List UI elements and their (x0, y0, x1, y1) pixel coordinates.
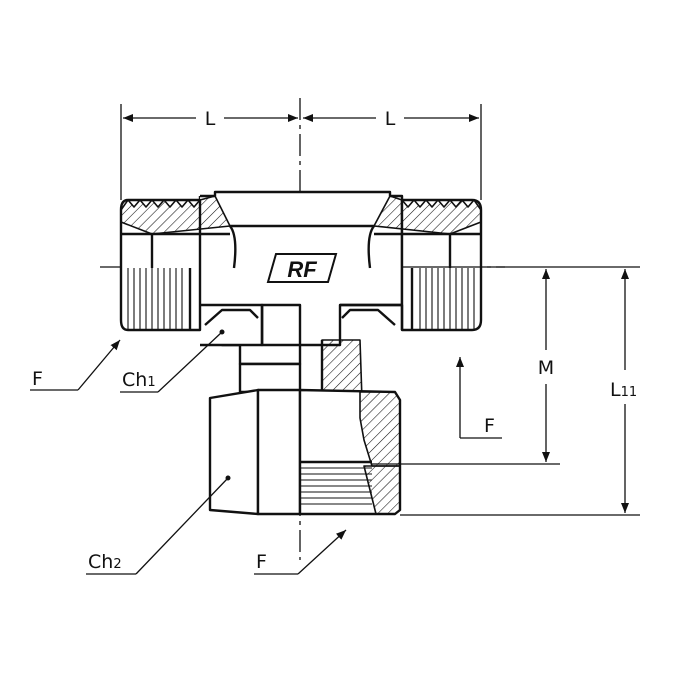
rf-logo: RF (266, 253, 338, 283)
dimension-label-L-left: L (205, 108, 216, 130)
label-Ch1: Ch1 (122, 369, 156, 391)
hex-ch1-flat (200, 303, 264, 345)
hex-right-flat (340, 303, 404, 330)
label-F-bottom: F (256, 551, 267, 573)
Ch2-main: Ch (88, 551, 113, 573)
dimension-vertical-group: M L11 (372, 266, 640, 516)
rf-logo-text: RF (287, 257, 317, 282)
label-Ch2: Ch2 (88, 551, 122, 573)
right-lower-threads (410, 268, 475, 330)
Ch1-leader (157, 331, 223, 393)
L11-main: L (610, 379, 621, 401)
leader-labels: F Ch1 F Ch2 F (30, 331, 502, 575)
Ch1-main: Ch (122, 369, 147, 391)
Ch1-subscript: 1 (147, 375, 155, 390)
F-bottom-arrow (297, 529, 347, 575)
nut-internal-threads (300, 460, 372, 505)
bore-curve-right (367, 225, 375, 269)
L11-subscript: 11 (621, 385, 638, 400)
F-left-arrow (77, 339, 121, 391)
dimension-label-M: M (538, 357, 554, 379)
rf-logo-frame (266, 253, 338, 283)
label-F-left: F (32, 368, 43, 390)
branch-neck (238, 362, 302, 394)
dimension-L-group: L L (120, 104, 482, 200)
dimension-label-L11: L11 (610, 379, 637, 401)
hex-ch1-detail-left (204, 308, 259, 326)
dimension-label-L-right: L (385, 108, 396, 130)
label-F-right: F (484, 415, 495, 437)
left-lower-threads (127, 268, 192, 330)
tee-body-branch (208, 329, 402, 516)
swivel-nut-center-face (256, 388, 302, 516)
swivel-nut-left-face (208, 388, 260, 516)
Ch2-leader (135, 477, 229, 575)
hex-ch1-detail-right (341, 308, 396, 326)
bore-curve-left (229, 225, 237, 269)
Ch2-subscript: 2 (113, 557, 121, 572)
nut-wall-hatched-lower (363, 465, 401, 515)
